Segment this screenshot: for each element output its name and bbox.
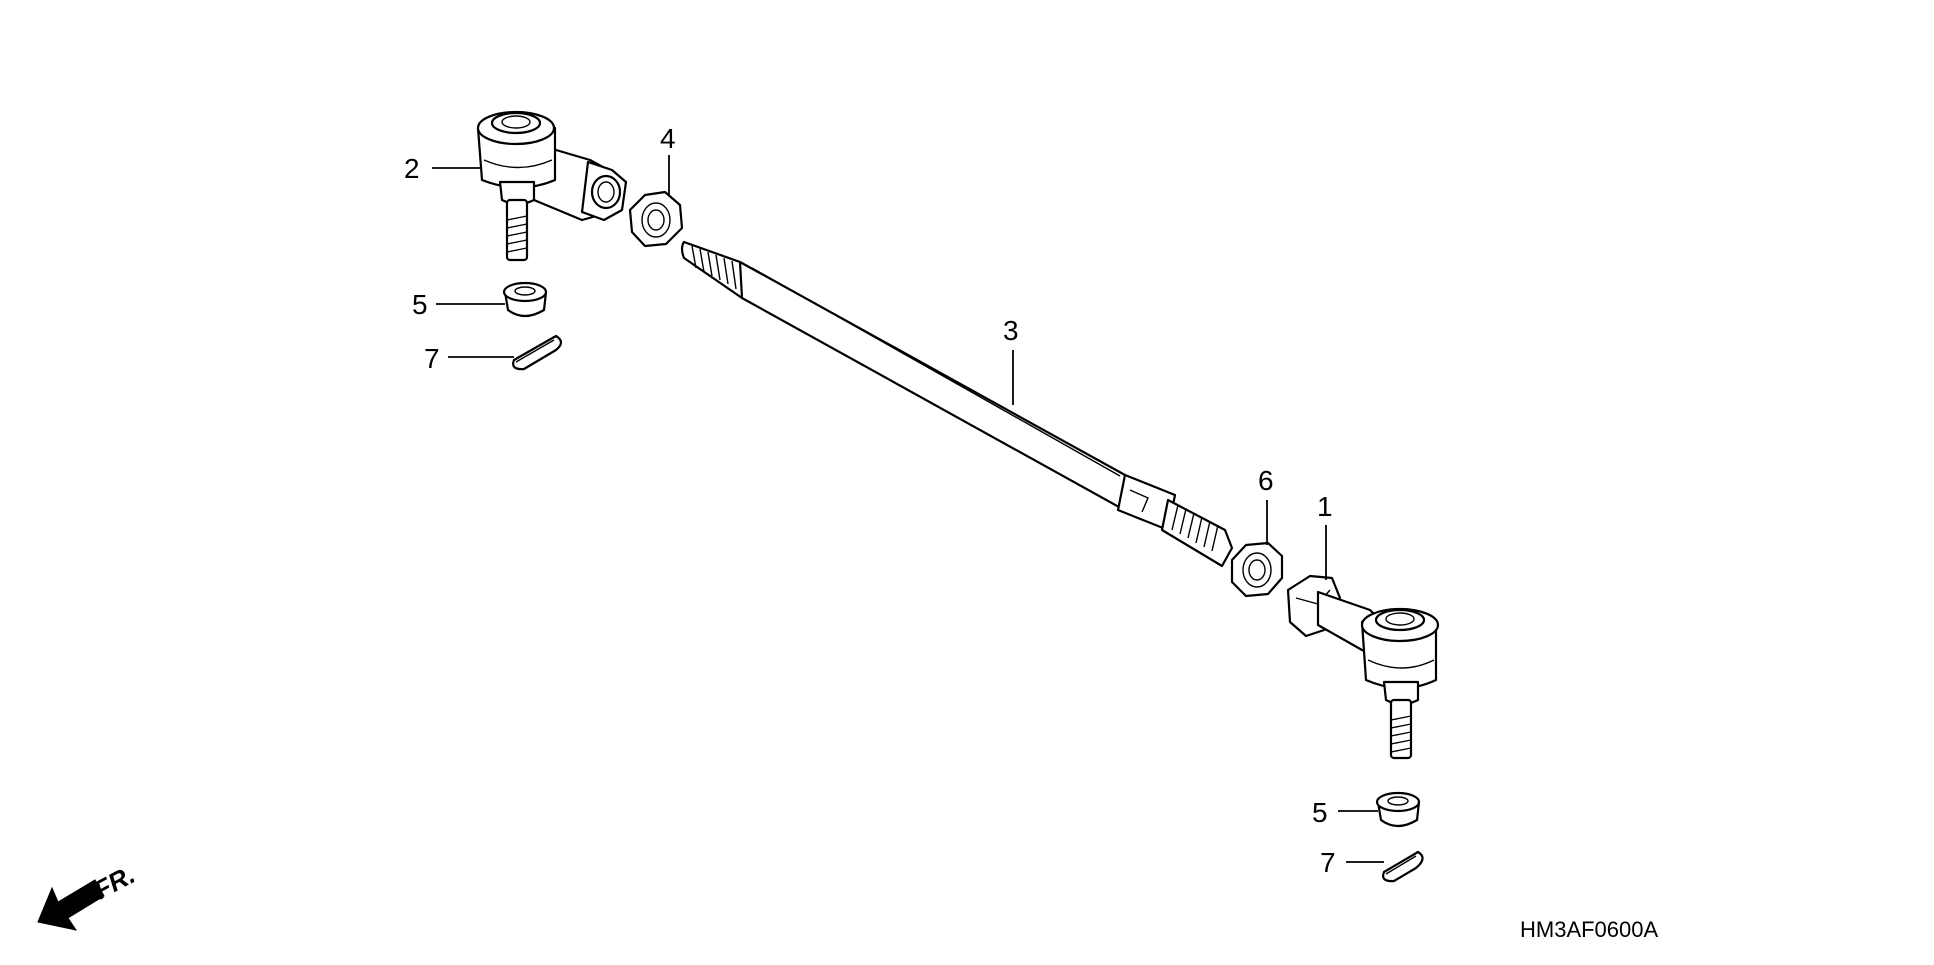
front-arrow-icon	[37, 879, 105, 931]
part-2-tie-rod-end-left	[476, 110, 628, 262]
callout-labels: 2 4 3 6 1 5 7 5 7	[404, 123, 1336, 878]
part-1-tie-rod-end-right	[1286, 574, 1440, 760]
front-direction-marker: FR.	[37, 859, 140, 931]
part-4-lock-nut	[628, 190, 684, 248]
callout-3: 3	[1003, 315, 1019, 346]
part-3-tie-rod	[680, 240, 1234, 568]
callout-6: 6	[1258, 465, 1274, 496]
part-7-cotter-pin-left	[512, 334, 563, 371]
part-6-lock-nut	[1230, 541, 1284, 598]
callout-2: 2	[404, 153, 420, 184]
part-7-cotter-pin-right	[1382, 850, 1424, 883]
part-5-castle-nut-left	[502, 281, 548, 318]
callout-7-left: 7	[424, 343, 440, 374]
callout-5-right: 5	[1312, 797, 1328, 828]
callout-4: 4	[660, 123, 676, 154]
callout-1: 1	[1317, 491, 1333, 522]
part-5-castle-nut-right	[1375, 791, 1421, 828]
callout-5-left: 5	[412, 289, 428, 320]
figure-code: HM3AF0600A	[1520, 917, 1659, 942]
leader-lines	[432, 155, 1384, 863]
callout-7-right: 7	[1320, 847, 1336, 878]
